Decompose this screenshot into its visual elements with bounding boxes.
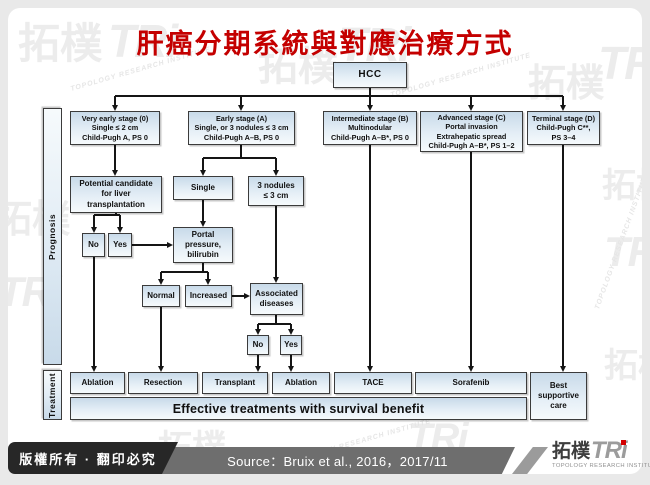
treatment-sorafenib: Sorafenib	[415, 372, 527, 394]
treatment-axis-label: Treatment	[43, 370, 62, 420]
node-no-1: No	[82, 233, 105, 257]
treatment-resection: Resection	[128, 372, 198, 394]
prognosis-axis-label: Prognosis	[43, 108, 62, 365]
source-text: Source：Bruix et al., 2016，2017/11	[227, 454, 448, 469]
stage-intermediate: Intermediate stage (B) Multinodular Chil…	[323, 111, 417, 145]
treatment-ablation-2: Ablation	[272, 372, 330, 394]
copyright-banner: 版權所有 · 翻印必究	[8, 442, 178, 474]
effective-treatments-bar: Effective treatments with survival benef…	[70, 397, 527, 420]
treatment-best-supportive-care: Best supportive care	[530, 372, 587, 420]
logo-zh-text: 拓樸	[552, 441, 591, 462]
node-associated-diseases: Associated diseases	[250, 283, 303, 315]
treatment-tace: TACE	[334, 372, 412, 394]
node-yes-1: Yes	[108, 233, 132, 257]
node-increased: Increased	[185, 285, 232, 307]
node-transplant-candidate: Potential candidate for liver transplant…	[70, 176, 162, 213]
logo-en-text: TRi	[591, 439, 628, 463]
node-yes-2: Yes	[280, 335, 302, 355]
node-normal: Normal	[142, 285, 180, 307]
page-title: 肝癌分期系統與對應治療方式	[136, 29, 514, 60]
node-hcc: HCC	[333, 62, 407, 88]
node-portal-pressure: Portal pressure, bilirubin	[173, 227, 233, 263]
stage-advanced: Advanced stage (C) Portal invasion Extra…	[420, 111, 523, 152]
source-banner: Source：Bruix et al., 2016，2017/11	[160, 447, 515, 474]
node-3-nodules: 3 nodules ≤ 3 cm	[248, 176, 304, 206]
treatment-transplant: Transplant	[202, 372, 268, 394]
node-single: Single	[173, 176, 233, 200]
copyright-text: 版權所有 · 翻印必究	[19, 451, 157, 467]
treatment-ablation-1: Ablation	[70, 372, 125, 394]
logo-dot-icon	[620, 440, 626, 445]
tri-logo: 拓樸 TRi TOPOLOGY RESEARCH INSTITUTE	[552, 437, 650, 474]
stage-early: Early stage (A) Single, or 3 nodules ≤ 3…	[188, 111, 295, 145]
node-no-2: No	[247, 335, 269, 355]
logo-subtitle: TOPOLOGY RESEARCH INSTITUTE	[552, 463, 650, 469]
stage-terminal: Terminal stage (D) Child-Pugh C**, PS 3–…	[527, 111, 600, 145]
stage-very-early: Very early stage (0) Single ≤ 2 cm Child…	[70, 111, 160, 145]
